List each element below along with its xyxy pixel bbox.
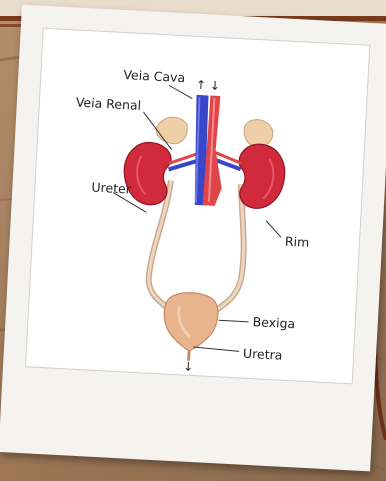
label-urethra: Uretra — [243, 346, 283, 363]
label-renal-vein: Veia Renal — [76, 95, 142, 113]
label-kidney: Rim — [285, 234, 310, 250]
label-ureter: Ureter — [91, 179, 132, 196]
urinary-system-diagram: ↑ ↓ ↓ Veia Cava Veia Renal Ureter Rim Be… — [26, 29, 369, 384]
label-vena-cava: Veia Cava — [123, 67, 186, 85]
outflow-arrow: ↓ — [183, 360, 194, 375]
photo-frame: ↑ ↓ ↓ Veia Cava Veia Renal Ureter Rim Be… — [25, 28, 370, 385]
right-adrenal — [243, 119, 273, 147]
label-bladder: Bexiga — [252, 314, 295, 331]
photo-card: ↑ ↓ ↓ Veia Cava Veia Renal Ureter Rim Be… — [0, 5, 386, 472]
left-adrenal — [156, 116, 188, 144]
bladder — [162, 291, 219, 352]
up-arrow: ↑ — [196, 78, 207, 93]
down-arrow: ↓ — [210, 79, 221, 94]
right-kidney — [237, 143, 287, 210]
